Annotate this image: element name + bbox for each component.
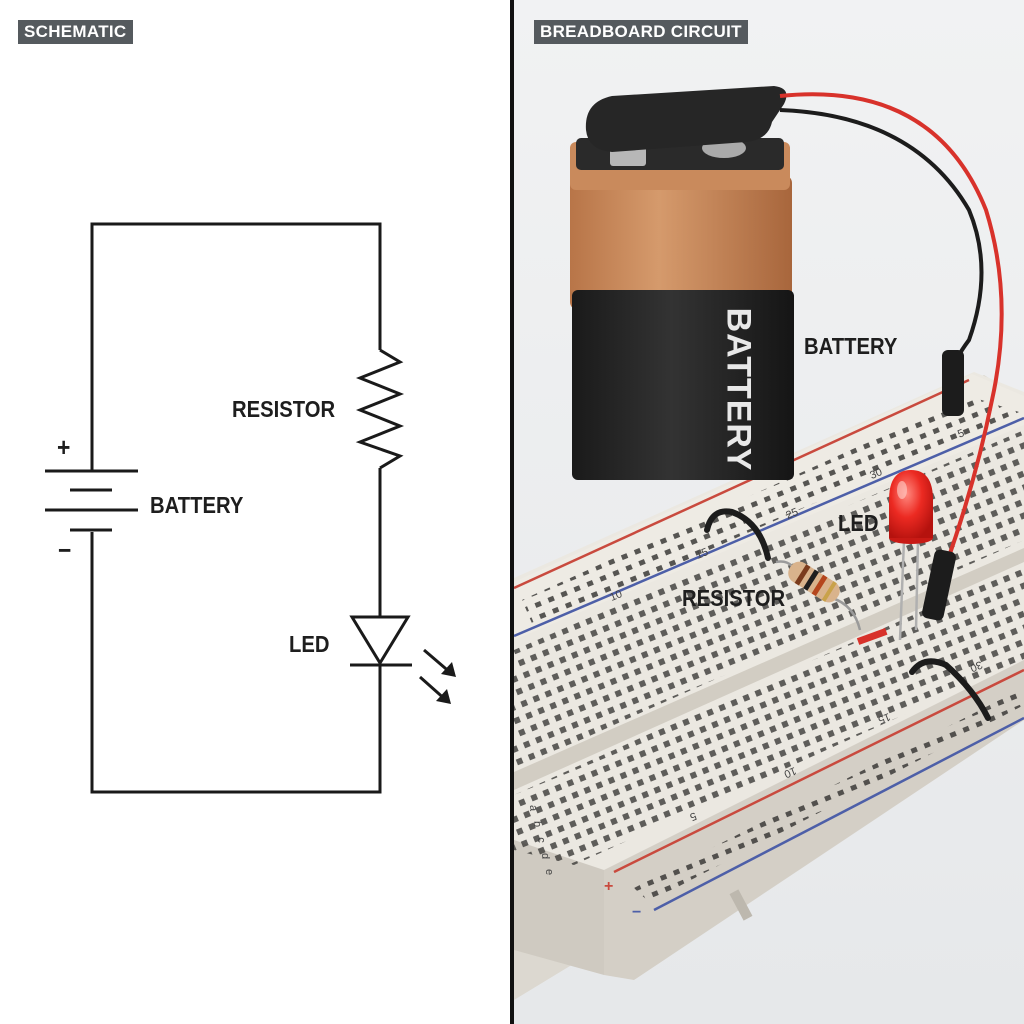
- battery-plus-sign: +: [57, 432, 71, 462]
- jumper-wire-bottom: [909, 658, 991, 721]
- led-label: LED: [289, 631, 330, 657]
- battery-9v: [570, 86, 794, 480]
- wire-led-to-bottom: [90, 532, 382, 794]
- rail-red-top: [514, 378, 970, 590]
- battery-wire-red: [779, 92, 1004, 566]
- rail-red-bottom: [613, 668, 1024, 874]
- battery-wire-black: [779, 108, 984, 371]
- led-component: [889, 470, 933, 641]
- rail-minus-mark: −: [632, 904, 642, 921]
- black-wire-plug: [942, 350, 964, 416]
- resistor-component: [775, 560, 862, 631]
- resistor-label: RESISTOR: [682, 585, 786, 611]
- breadboard-illustration: [514, 86, 1024, 1000]
- wire-left-top: [90, 222, 382, 470]
- battery-snap: [585, 86, 787, 152]
- column-letter-e: e: [543, 868, 556, 876]
- led-symbol: [349, 615, 453, 703]
- led-label: LED: [838, 510, 879, 536]
- red-wire-plug: [922, 549, 956, 621]
- red-jumper-short: [856, 628, 888, 645]
- rail-blue-bottom: [653, 716, 1024, 912]
- jumper-wire-top: [704, 508, 771, 561]
- breadboard-title: BREADBOARD CIRCUIT: [534, 20, 748, 44]
- schematic-panel: SCHEMATIC + − RES: [0, 0, 510, 1024]
- battery-print-text: BATTERY: [719, 307, 758, 472]
- column-letter-b: b: [531, 820, 544, 828]
- led-emission-arrowheads: [436, 662, 456, 704]
- battery-label: BATTERY: [150, 492, 244, 518]
- battery-label: BATTERY: [804, 333, 898, 359]
- column-letter-c: c: [534, 837, 547, 843]
- schematic-title: SCHEMATIC: [18, 20, 133, 44]
- breadboard-panel: BREADBOARD CIRCUIT: [514, 0, 1024, 1024]
- column-letter-d: d: [539, 852, 552, 860]
- battery-minus-sign: −: [58, 535, 72, 565]
- resistor-label: RESISTOR: [232, 396, 336, 422]
- panel-divider: [510, 0, 514, 1024]
- column-letter-a: a: [527, 804, 540, 812]
- schematic-diagram: [45, 222, 456, 794]
- resistor-symbol: [355, 348, 405, 470]
- battery-symbol: [45, 469, 138, 532]
- rail-plus-mark: +: [604, 878, 614, 895]
- rail-blue-top: [514, 416, 1024, 638]
